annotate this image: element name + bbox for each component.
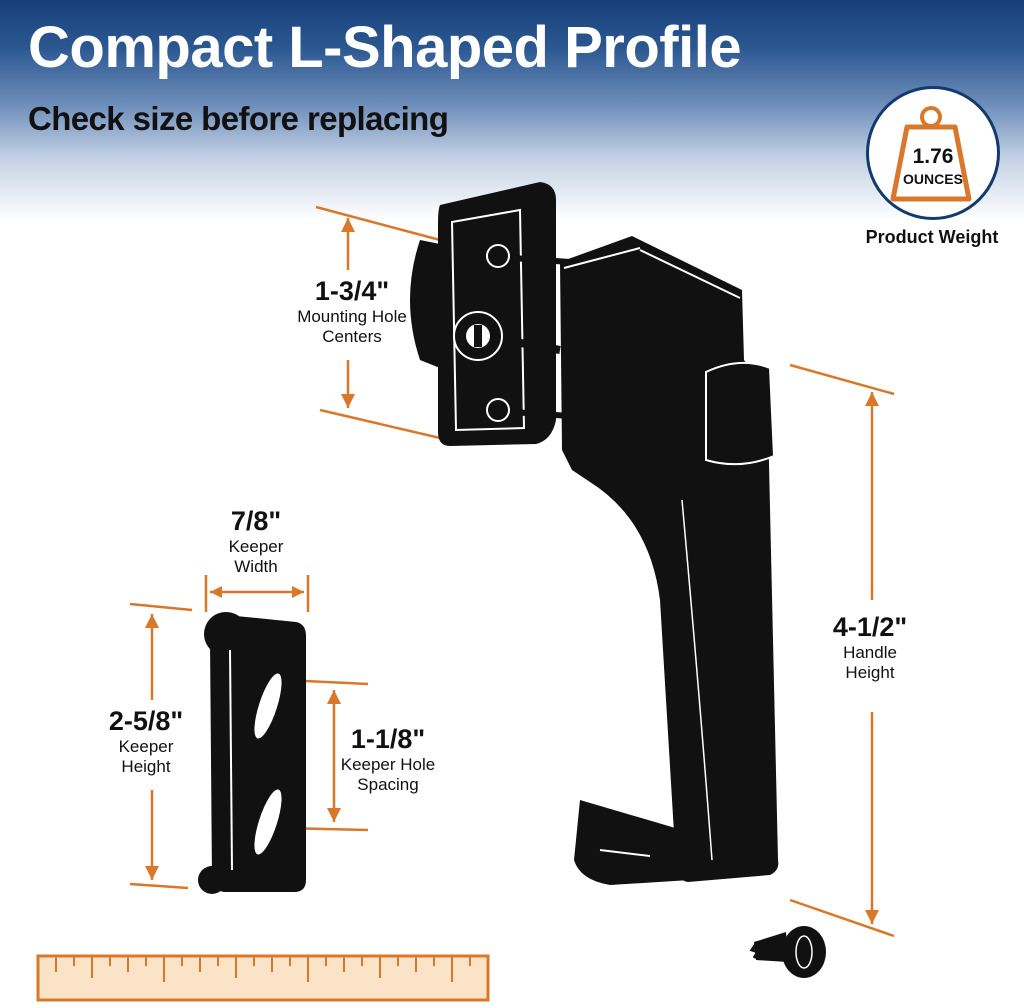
- dimension-keeper-width-label-2: Width: [234, 556, 278, 576]
- dimension-keeper-hole-label-2: Spacing: [357, 774, 419, 794]
- weight-icon: [890, 106, 972, 202]
- dimension-mounting-label-1: Mounting Hole: [297, 307, 407, 327]
- dimension-mounting-value: 1-3/4": [314, 276, 390, 306]
- dimension-keeper-height: 2-5/8" Keeper Height: [90, 706, 202, 776]
- dimension-handle-height-value: 4-1/2": [832, 612, 908, 642]
- dimension-handle-height: 4-1/2" Handle Height: [810, 612, 930, 682]
- mounting-plate-icon: [410, 182, 571, 446]
- dimension-keeper-height-label-2: Height: [121, 756, 171, 776]
- dimension-handle-height-label-2: Height: [845, 662, 895, 682]
- dimension-keeper-width: 7/8" Keeper Width: [196, 506, 316, 576]
- weight-caption: Product Weight: [865, 227, 999, 247]
- dimension-keeper-hole: 1-1/8" Keeper Hole Spacing: [330, 724, 446, 794]
- dimension-keeper-width-label-1: Keeper: [228, 537, 284, 557]
- dimension-mounting: 1-3/4" Mounting Hole Centers: [270, 276, 434, 346]
- dimension-keeper-width-value: 7/8": [230, 506, 282, 536]
- dimension-handle-height-label-1: Handle: [843, 643, 897, 663]
- dimension-keeper-height-label-1: Keeper: [118, 737, 174, 757]
- dimension-mounting-label-2: Centers: [322, 326, 382, 346]
- screw-icon: [749, 926, 826, 978]
- dimension-keeper-hole-label-1: Keeper Hole: [340, 755, 436, 775]
- weight-unit: OUNCES: [903, 171, 963, 187]
- weight-badge: 1.76 OUNCES: [866, 86, 1000, 220]
- header-banner: [0, 0, 1024, 220]
- page-title: Compact L-Shaped Profile: [28, 15, 742, 80]
- dimension-keeper-hole-value: 1-1/8": [350, 724, 426, 754]
- page-subtitle: Check size before replacing: [28, 100, 449, 137]
- weight-value: 1.76: [912, 145, 954, 168]
- keeper-plate-icon: [198, 612, 306, 894]
- ruler-icon: [36, 954, 490, 1002]
- dimension-keeper-height-value: 2-5/8": [108, 706, 184, 736]
- door-handle-icon: [560, 236, 779, 885]
